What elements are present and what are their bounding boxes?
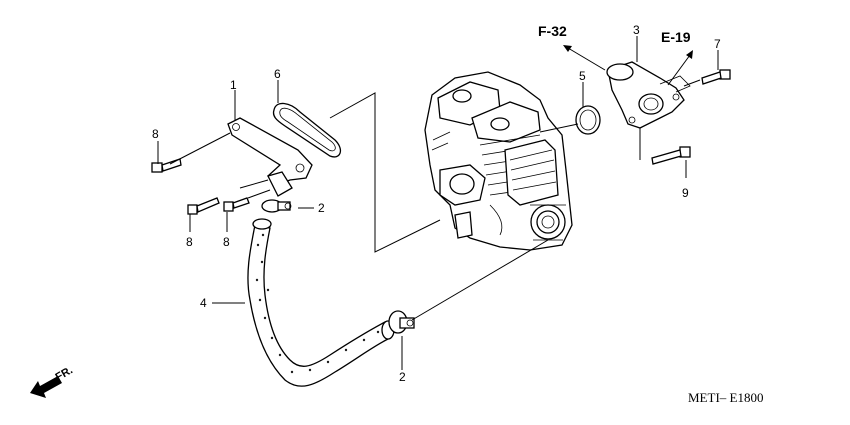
bolt-8-lower-left bbox=[187, 197, 220, 215]
hose-clamp-upper bbox=[261, 199, 292, 213]
callout-3: 3 bbox=[633, 23, 640, 37]
inlet-pipe-bracket bbox=[227, 117, 313, 197]
drawing-code: METI– E1800 bbox=[688, 390, 763, 405]
callout-2-lower: 2 bbox=[399, 370, 406, 384]
callout-1: 1 bbox=[230, 78, 237, 92]
hose-clamp-lower bbox=[388, 310, 415, 334]
front-label: FR. bbox=[54, 364, 75, 383]
bolt-9 bbox=[651, 146, 691, 165]
o-ring-gasket bbox=[272, 102, 342, 158]
callout-2-upper: 2 bbox=[318, 201, 325, 215]
leader-lines bbox=[169, 36, 719, 370]
engine-illustration bbox=[424, 71, 573, 251]
callout-6: 6 bbox=[274, 67, 281, 81]
callout-9: 9 bbox=[682, 186, 689, 200]
arrow-down-left-icon bbox=[30, 376, 62, 398]
coolant-hose bbox=[247, 218, 395, 387]
callout-7: 7 bbox=[714, 37, 721, 51]
bolt-8-left bbox=[151, 158, 182, 173]
ref-f32: F-32 bbox=[538, 23, 567, 39]
bolt-8-lower-mid bbox=[223, 197, 250, 212]
callout-8-lower-mid: 8 bbox=[223, 235, 230, 249]
outlet-fitting bbox=[606, 61, 691, 129]
callout-8-lower-left: 8 bbox=[186, 235, 193, 249]
callout-4: 4 bbox=[200, 296, 207, 310]
callout-5: 5 bbox=[579, 69, 586, 83]
front-direction-indicator: FR. bbox=[30, 364, 75, 398]
callout-8-left: 8 bbox=[152, 127, 159, 141]
bolt-7 bbox=[701, 69, 731, 85]
ref-e19: E-19 bbox=[661, 29, 691, 45]
